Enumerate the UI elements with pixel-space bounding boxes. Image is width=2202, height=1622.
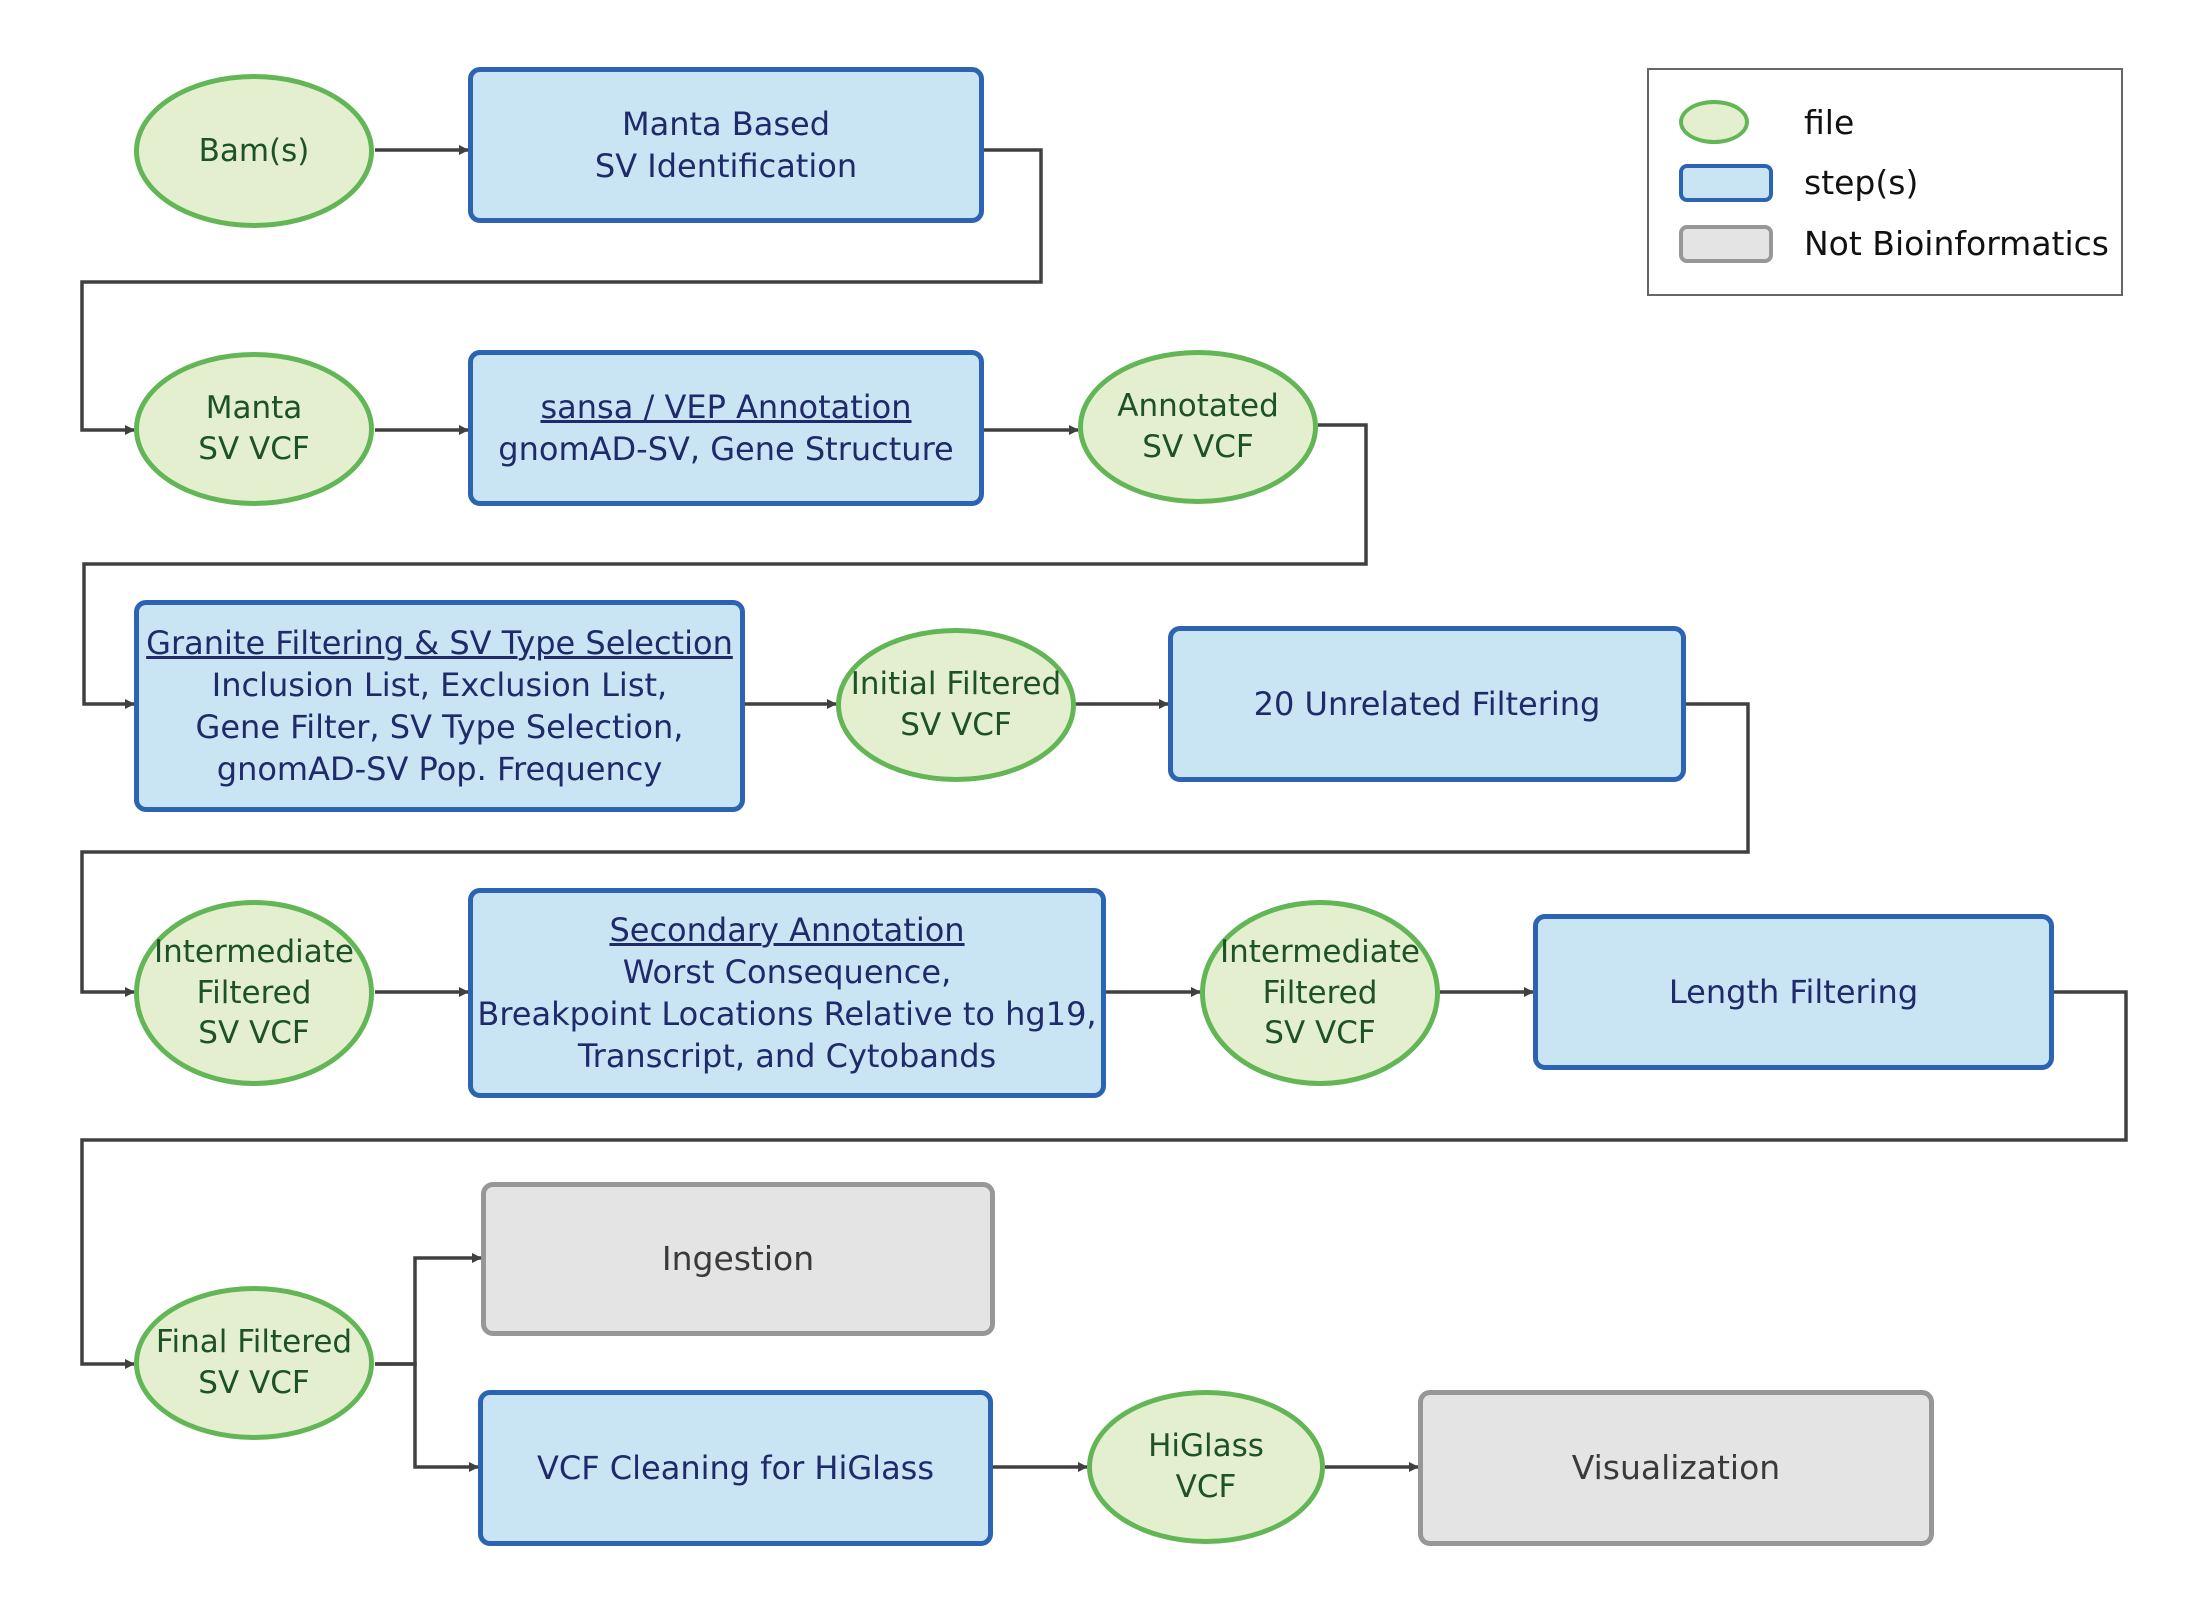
intermediate-vcf-2-line-3: SV VCF	[1264, 1015, 1376, 1052]
edge-final-vcf-to-ingestion	[375, 1253, 482, 1366]
annotation-step-title: sansa / VEP Annotation	[540, 387, 912, 426]
secondary-annotation-step: Secondary Annotation Worst Consequence, …	[468, 888, 1106, 1098]
ingestion-node: Ingestion	[481, 1182, 995, 1336]
ingestion-label: Ingestion	[661, 1239, 815, 1279]
visualization-label: Visualization	[1571, 1448, 1781, 1488]
legend: file step(s) Not Bioinformatics	[1647, 68, 2123, 296]
granite-step-line-2: Gene Filter, SV Type Selection,	[195, 708, 684, 746]
final-vcf-line-2: SV VCF	[198, 1365, 310, 1401]
legend-step-swatch	[1679, 164, 1773, 202]
initial-vcf-line-1: Initial Filtered	[850, 666, 1062, 703]
bams-label: Bam(s)	[198, 132, 310, 169]
granite-step-line-3: gnomAD-SV Pop. Frequency	[216, 750, 663, 789]
manta-vcf-line-1: Manta	[205, 390, 303, 427]
legend-step-label: step(s)	[1804, 163, 1919, 202]
legend-row-not-bioinformatics	[1679, 225, 1773, 263]
edge-length-to-final-vcf	[80, 990, 2128, 1369]
granite-step-line-1: Inclusion List, Exclusion List,	[211, 665, 668, 704]
edge-manta-to-manta-vcf	[80, 148, 1043, 435]
unrelated-step-line-1: 20 Unrelated Filtering	[1253, 684, 1601, 723]
higlass-vcf-line-1: HiGlass	[1148, 1428, 1264, 1465]
manta-sv-vcf-file-node: Manta SV VCF	[134, 352, 374, 506]
intermediate-vcf-2-line-1: Intermediate	[1219, 933, 1420, 970]
intermediate-filtered-sv-vcf-file-node-1: Intermediate Filtered SV VCF	[134, 900, 374, 1086]
intermediate-vcf-2-line-2: Filtered	[1262, 974, 1378, 1011]
manta-step-line-1: Manta Based	[621, 104, 831, 143]
higlass-vcf-line-2: VCF	[1175, 1469, 1237, 1505]
legend-not-bioinformatics-swatch	[1679, 225, 1773, 263]
unrelated-filtering-step: 20 Unrelated Filtering	[1168, 626, 1686, 782]
legend-row-step	[1679, 164, 1773, 202]
edge-unrelated-to-intermediate-vcf-1	[80, 702, 1750, 997]
length-step-line-1: Length Filtering	[1668, 972, 1919, 1011]
legend-file-swatch	[1679, 100, 1749, 144]
annotated-vcf-line-2: SV VCF	[1142, 429, 1254, 465]
initial-filtered-sv-vcf-file-node: Initial Filtered SV VCF	[836, 628, 1076, 782]
annotated-vcf-line-1: Annotated	[1117, 388, 1279, 425]
higlass-vcf-file-node: HiGlass VCF	[1087, 1390, 1325, 1544]
secondary-step-line-3: Transcript, and Cytobands	[577, 1037, 997, 1076]
manta-step-line-2: SV Identification	[594, 147, 858, 185]
intermediate-vcf-1-line-1: Intermediate	[153, 933, 354, 970]
secondary-step-title: Secondary Annotation	[609, 910, 965, 949]
manta-sv-identification-step: Manta Based SV Identification	[468, 67, 984, 223]
visualization-node: Visualization	[1418, 1390, 1934, 1546]
intermediate-vcf-1-line-3: SV VCF	[198, 1015, 310, 1052]
granite-filtering-step: Granite Filtering & SV Type Selection In…	[134, 600, 745, 812]
sansa-vep-annotation-step: sansa / VEP Annotation gnomAD-SV, Gene S…	[468, 350, 984, 506]
manta-vcf-line-2: SV VCF	[198, 431, 310, 467]
legend-not-bioinformatics-label: Not Bioinformatics	[1804, 224, 2109, 263]
intermediate-vcf-1-line-2: Filtered	[196, 974, 312, 1011]
higlass-cleaning-line-1: VCF Cleaning for HiGlass	[536, 1448, 935, 1487]
legend-row-file	[1679, 100, 1749, 144]
legend-file-label: file	[1804, 103, 1855, 142]
annotated-sv-vcf-file-node: Annotated SV VCF	[1078, 350, 1318, 504]
secondary-step-line-2: Breakpoint Locations Relative to hg19,	[477, 995, 1097, 1033]
secondary-step-line-1: Worst Consequence,	[622, 952, 952, 991]
initial-vcf-line-2: SV VCF	[900, 707, 1012, 743]
granite-step-title: Granite Filtering & SV Type Selection	[146, 623, 733, 662]
final-vcf-line-1: Final Filtered	[155, 1324, 353, 1361]
vcf-cleaning-for-higlass-step: VCF Cleaning for HiGlass	[478, 1390, 993, 1546]
length-filtering-step: Length Filtering	[1533, 914, 2054, 1070]
bams-file-node: Bam(s)	[134, 74, 374, 228]
edge-final-vcf-to-higlass-cleaning	[375, 1362, 479, 1472]
annotation-step-line-1: gnomAD-SV, Gene Structure	[498, 430, 954, 468]
intermediate-filtered-sv-vcf-file-node-2: Intermediate Filtered SV VCF	[1200, 900, 1440, 1086]
edge-annotated-vcf-to-granite	[82, 423, 1368, 709]
final-filtered-sv-vcf-file-node: Final Filtered SV VCF	[134, 1286, 374, 1440]
